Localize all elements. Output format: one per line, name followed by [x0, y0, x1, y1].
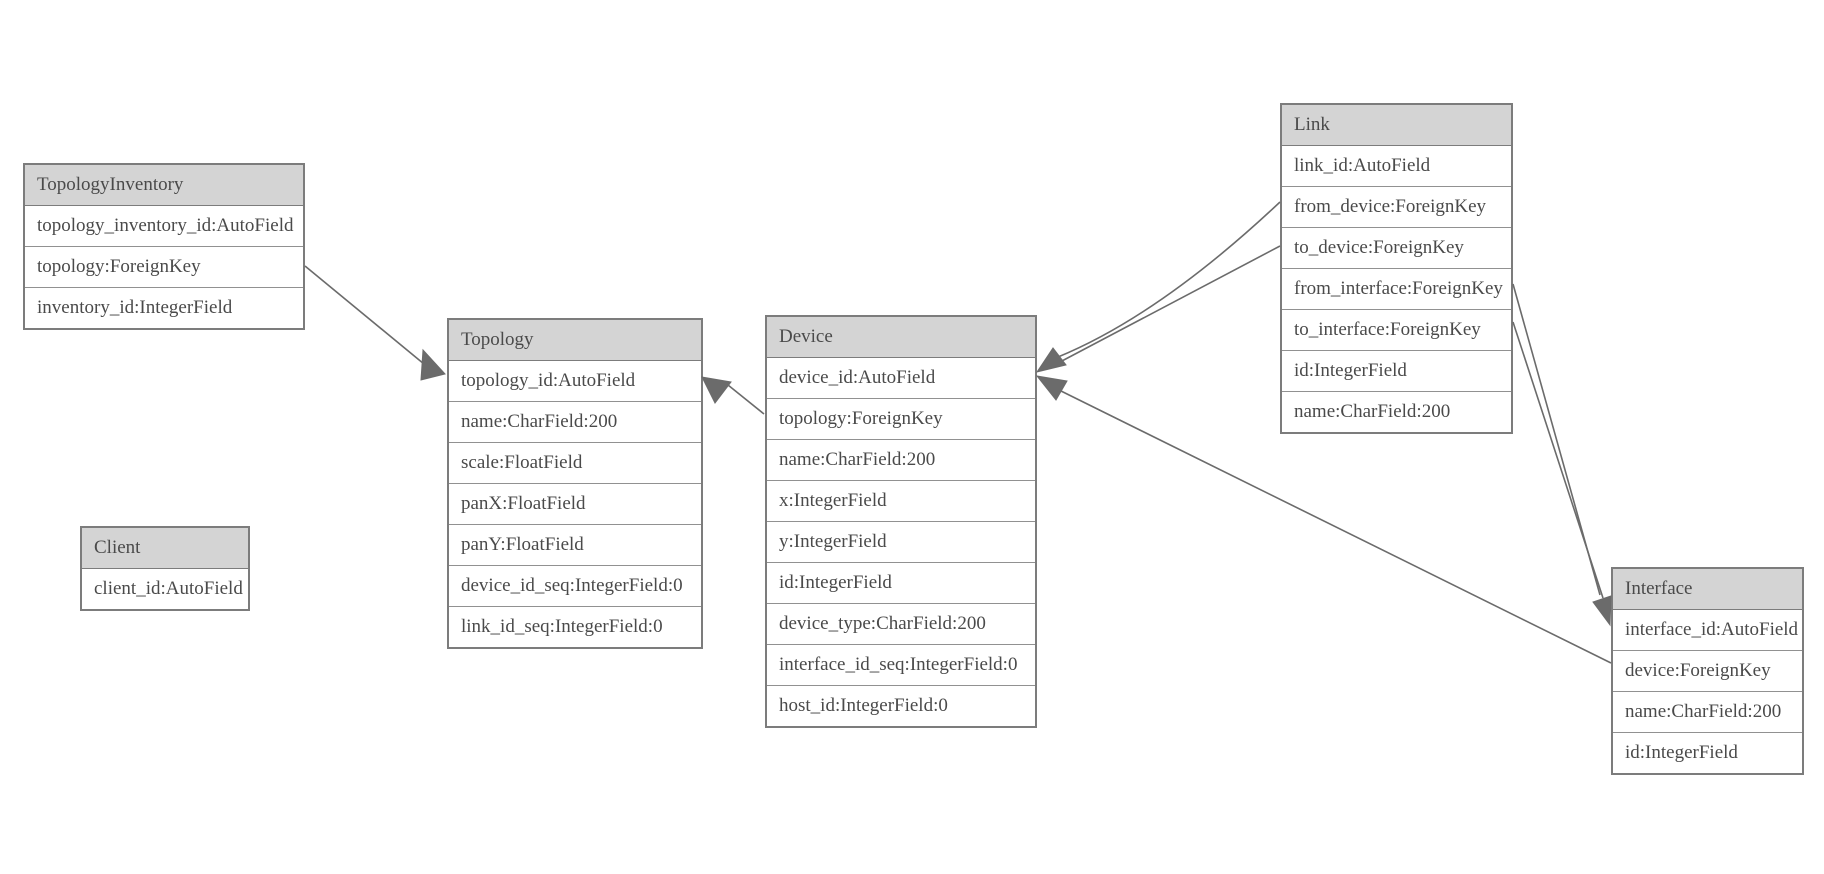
field-row: device_type:CharField:200	[767, 604, 1035, 645]
entity-title-topology-inventory: TopologyInventory	[25, 165, 303, 206]
entity-topology: Topology topology_id:AutoField name:Char…	[447, 318, 703, 649]
field-row: y:IntegerField	[767, 522, 1035, 563]
field-row: topology:ForeignKey	[767, 399, 1035, 440]
field-row: interface_id:AutoField	[1613, 610, 1802, 651]
field-row: topology_id:AutoField	[449, 361, 701, 402]
edge-link-fromdevice-device	[1057, 201, 1281, 358]
entity-link: Link link_id:AutoField from_device:Forei…	[1280, 103, 1513, 434]
entity-interface: Interface interface_id:AutoField device:…	[1611, 567, 1804, 775]
field-row: host_id:IntegerField:0	[767, 686, 1035, 726]
edge-device-topology	[727, 384, 765, 415]
entity-topology-inventory: TopologyInventory topology_inventory_id:…	[23, 163, 305, 330]
entity-title-topology: Topology	[449, 320, 701, 361]
edge-link-todevice-device	[1059, 245, 1281, 363]
field-row: id:IntegerField	[1282, 351, 1511, 392]
field-row: id:IntegerField	[767, 563, 1035, 604]
field-row: from_device:ForeignKey	[1282, 187, 1511, 228]
edge-topologyinventory-topology	[304, 265, 425, 365]
field-row: interface_id_seq:IntegerField:0	[767, 645, 1035, 686]
field-row: name:CharField:200	[1282, 392, 1511, 432]
field-row: to_device:ForeignKey	[1282, 228, 1511, 269]
entity-title-client: Client	[82, 528, 248, 569]
field-row: x:IntegerField	[767, 481, 1035, 522]
arrowhead-topologyinventory-topology	[420, 348, 446, 381]
edge-link-frominterface-interface	[1512, 283, 1601, 596]
entity-title-device: Device	[767, 317, 1035, 358]
field-row: topology:ForeignKey	[25, 247, 303, 288]
entity-title-interface: Interface	[1613, 569, 1802, 610]
entity-title-link: Link	[1282, 105, 1511, 146]
entity-device: Device device_id:AutoField topology:Fore…	[765, 315, 1037, 728]
field-row: device_id:AutoField	[767, 358, 1035, 399]
arrowhead-link-device	[1035, 347, 1067, 373]
edge-link-tointerface-interface	[1512, 321, 1604, 599]
field-row: client_id:AutoField	[82, 569, 248, 609]
field-row: name:CharField:200	[449, 402, 701, 443]
arrowhead-link-interface	[1592, 595, 1612, 627]
field-row: panY:FloatField	[449, 525, 701, 566]
field-row: from_interface:ForeignKey	[1282, 269, 1511, 310]
field-row: device_id_seq:IntegerField:0	[449, 566, 701, 607]
field-row: to_interface:ForeignKey	[1282, 310, 1511, 351]
field-row: scale:FloatField	[449, 443, 701, 484]
field-row: device:ForeignKey	[1613, 651, 1802, 692]
field-row: topology_inventory_id:AutoField	[25, 206, 303, 247]
field-row: name:CharField:200	[1613, 692, 1802, 733]
field-row: link_id:AutoField	[1282, 146, 1511, 187]
entity-client: Client client_id:AutoField	[80, 526, 250, 611]
field-row: name:CharField:200	[767, 440, 1035, 481]
field-row: inventory_id:IntegerField	[25, 288, 303, 328]
field-row: id:IntegerField	[1613, 733, 1802, 773]
arrowhead-device-topology	[701, 376, 732, 404]
arrowhead-interface-device	[1035, 375, 1068, 401]
field-row: link_id_seq:IntegerField:0	[449, 607, 701, 647]
field-row: panX:FloatField	[449, 484, 701, 525]
